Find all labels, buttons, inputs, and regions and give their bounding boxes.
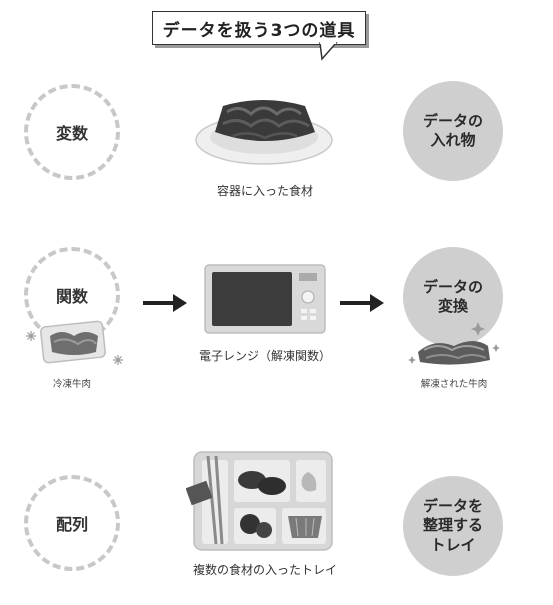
speech-tail-icon <box>319 42 338 61</box>
thawed-beef-caption: 解凍された牛肉 <box>420 379 488 390</box>
container-food-caption: 容器に入った食材 <box>216 184 313 198</box>
food-tray-icon <box>186 451 333 551</box>
arrow-right-icon <box>143 294 187 312</box>
frozen-beef-icon <box>26 320 123 365</box>
role-transform-label: データの 変換 <box>422 277 483 316</box>
role-tray-circle: データを 整理する トレイ <box>403 476 503 576</box>
role-transform-circle: データの 変換 <box>403 247 503 347</box>
concept-array-label: 配列 <box>55 515 88 534</box>
microwave-caption: 電子レンジ（解凍関数） <box>198 349 331 363</box>
concept-function-label: 関数 <box>55 287 88 306</box>
thawed-beef-icon <box>408 322 500 365</box>
diagram-title: データを扱う3つの道具 <box>152 11 366 45</box>
role-container-circle: データの 入れ物 <box>403 81 503 181</box>
food-tray-caption: 複数の食材の入ったトレイ <box>192 563 337 577</box>
container-food-icon <box>195 100 333 165</box>
concept-variable-label: 変数 <box>55 124 88 143</box>
concept-array-circle: 配列 <box>24 475 120 571</box>
frozen-beef-caption: 冷凍牛肉 <box>52 379 91 390</box>
role-container-label: データの 入れ物 <box>422 111 483 150</box>
diagram-title-text: データを扱う3つの道具 <box>162 20 356 41</box>
microwave-icon <box>204 264 326 334</box>
snowflake-icon <box>26 331 36 341</box>
role-tray-label: データを 整理する トレイ <box>422 496 483 554</box>
arrow-right-icon <box>340 294 384 312</box>
sparkle-icon <box>408 322 500 364</box>
concept-variable-circle: 変数 <box>24 84 120 180</box>
